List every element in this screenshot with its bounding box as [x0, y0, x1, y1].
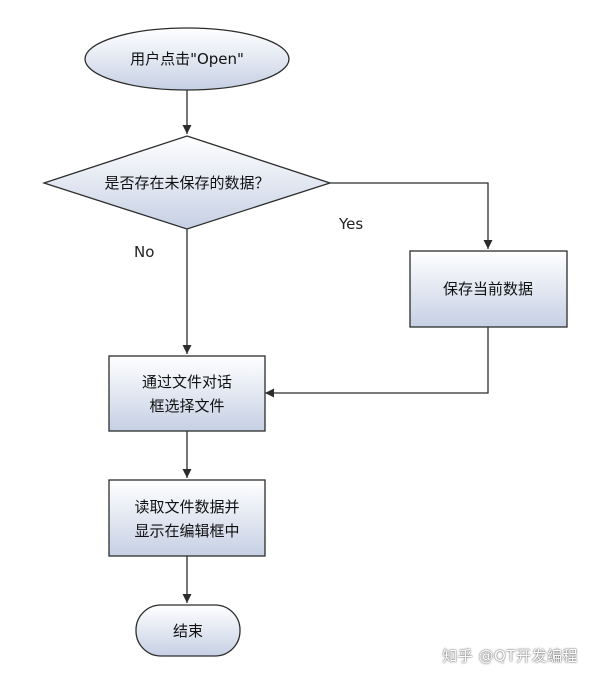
save-node-shape — [409, 250, 568, 328]
decision-node-label: 是否存在未保存的数据？ — [104, 174, 269, 192]
decision-node: 是否存在未保存的数据？ — [41, 135, 333, 230]
end-node-label: 结束 — [173, 622, 203, 640]
choose-file-node-shape — [108, 355, 266, 432]
start-node-shape — [84, 27, 290, 91]
end-node-shape — [135, 604, 241, 657]
connector-save-to-choose — [265, 327, 489, 398]
save-node: 保存当前数据 — [409, 250, 568, 328]
watermark-text: 知乎 @QT开发编程 — [442, 647, 578, 665]
no-edge-label: No — [134, 243, 154, 261]
read-data-node-line2: 显示在编辑框中 — [134, 522, 239, 540]
save-node-label: 保存当前数据 — [443, 280, 533, 298]
yes-edge-label: Yes — [338, 215, 363, 233]
decision-node-shape — [41, 135, 333, 230]
start-node-label: 用户点击"Open" — [130, 50, 244, 68]
choose-file-node-line2: 框选择文件 — [149, 397, 224, 415]
read-data-node: 读取文件数据并 显示在编辑框中 — [108, 479, 266, 557]
start-node: 用户点击"Open" — [84, 27, 290, 91]
choose-file-node: 通过文件对话 框选择文件 — [108, 355, 266, 432]
read-data-node-shape — [108, 479, 266, 557]
read-data-node-line1: 读取文件数据并 — [134, 498, 239, 516]
connector-decision-to-save-yes — [330, 182, 493, 249]
end-node: 结束 — [135, 604, 241, 657]
choose-file-node-line1: 通过文件对话 — [142, 373, 232, 391]
